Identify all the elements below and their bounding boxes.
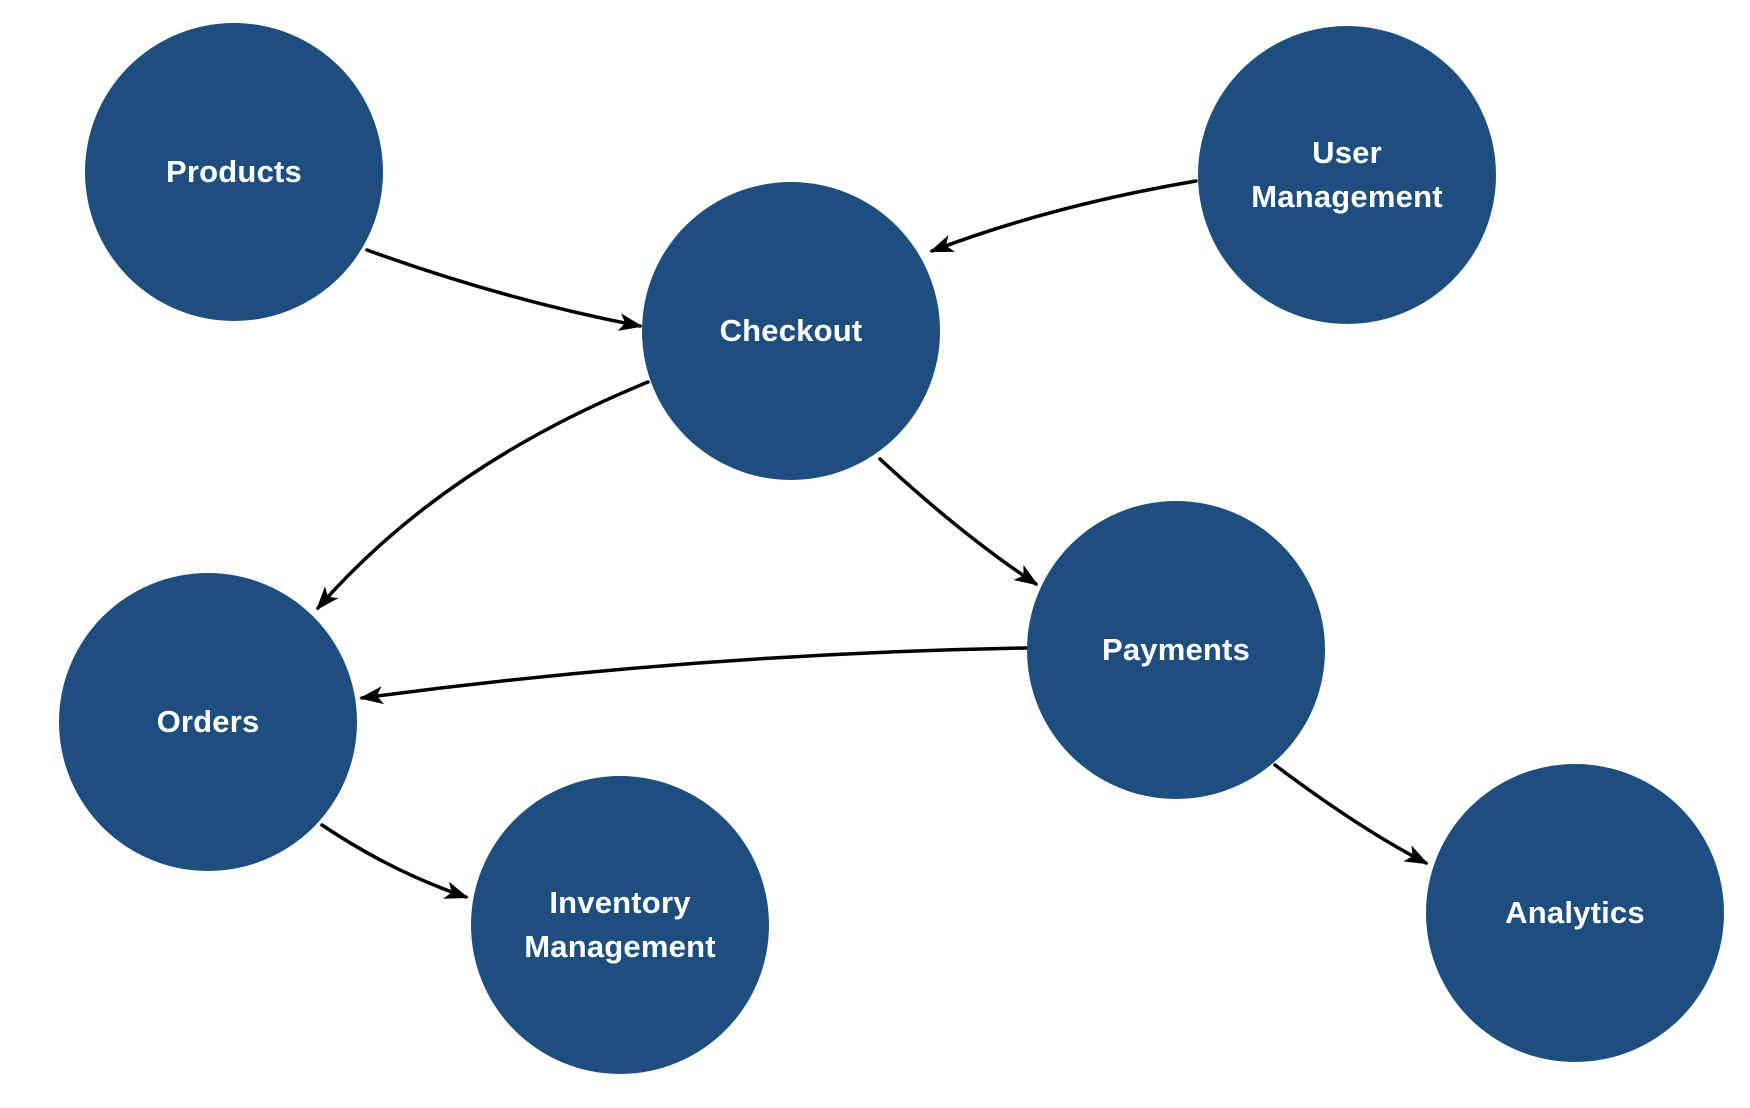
node-payments[interactable]: Payments <box>1027 501 1325 799</box>
edge-payments-orders <box>359 646 1028 705</box>
node-label: Payments <box>1102 628 1250 672</box>
edge-checkout-payments <box>878 457 1039 586</box>
node-label-line: Management <box>524 929 716 964</box>
node-label-line: Checkout <box>719 312 863 348</box>
edge-products-checkout <box>365 248 643 331</box>
edge-payments-analytics <box>1273 763 1429 865</box>
node-label-line: Analytics <box>1505 894 1645 930</box>
node-products[interactable]: Products <box>85 23 383 321</box>
node-label-line: User <box>1312 134 1382 170</box>
node-label: Checkout <box>720 309 863 353</box>
node-label-line: Management <box>1251 179 1443 214</box>
edge-user-management-checkout <box>929 179 1198 253</box>
node-checkout[interactable]: Checkout <box>642 182 940 480</box>
node-analytics[interactable]: Analytics <box>1426 764 1724 1062</box>
node-label-line: Inventory <box>549 884 691 920</box>
node-label: Products <box>166 150 302 194</box>
edge-orders-inventory-management <box>320 823 469 899</box>
node-label: Analytics <box>1505 891 1645 935</box>
node-label-line: Products <box>166 153 302 189</box>
edge-checkout-orders <box>316 380 650 611</box>
node-label-line: Orders <box>156 703 260 739</box>
node-label: Orders <box>157 700 260 744</box>
node-label-line: Payments <box>1101 631 1251 667</box>
node-orders[interactable]: Orders <box>59 573 357 871</box>
